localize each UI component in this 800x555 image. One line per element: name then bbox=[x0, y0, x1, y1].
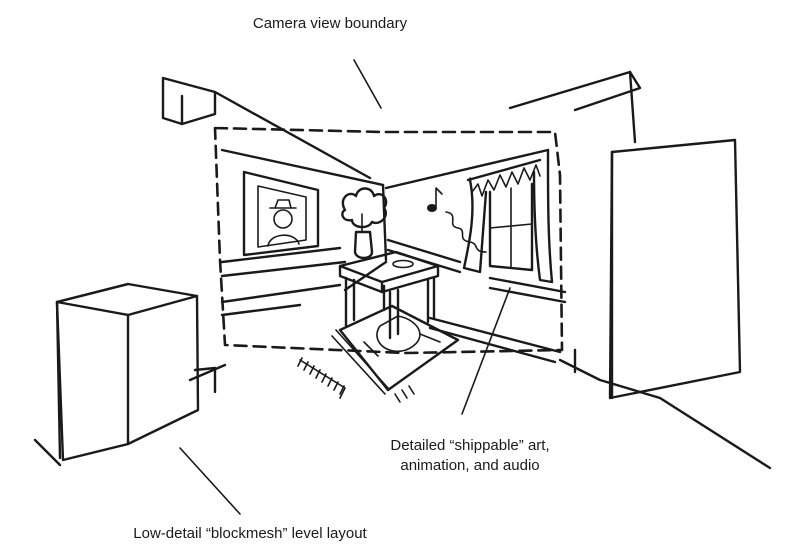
flower-vase bbox=[342, 189, 386, 259]
picture-frame bbox=[244, 172, 318, 255]
side-table bbox=[340, 252, 438, 338]
blockmesh-room bbox=[35, 72, 770, 468]
music-note-icon bbox=[427, 188, 486, 252]
blockmesh-door-block bbox=[610, 140, 740, 398]
detailed-art-label-line1: Detailed “shippable” art, bbox=[355, 436, 585, 456]
detailed-room bbox=[222, 150, 565, 362]
rug bbox=[298, 306, 458, 402]
detailed-art-label-line2: animation, and audio bbox=[355, 456, 585, 476]
camera-view-boundary-label: Camera view boundary bbox=[230, 14, 430, 34]
blockmesh-cube bbox=[57, 284, 198, 460]
window bbox=[464, 160, 552, 282]
detailed-art-label: Detailed “shippable” art, animation, and… bbox=[355, 436, 585, 476]
blockmesh-label: Low-detail “blockmesh” level layout bbox=[100, 524, 400, 544]
